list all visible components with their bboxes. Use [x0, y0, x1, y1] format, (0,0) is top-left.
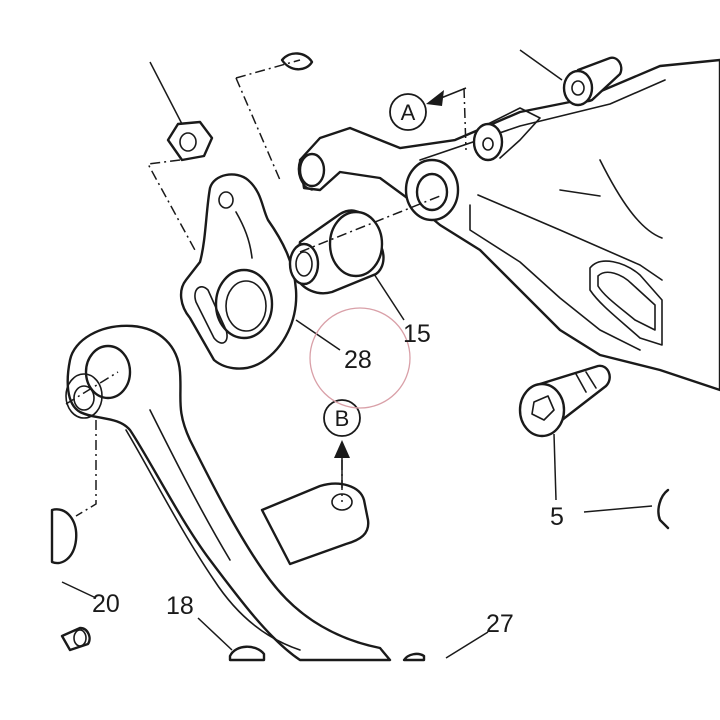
partial-part-right: [657, 488, 670, 530]
top-bolt: [519, 49, 623, 107]
highlight-circle: [309, 307, 411, 409]
reference-arrows: [334, 87, 467, 488]
callout-18: 18: [166, 592, 194, 620]
callout-leaders: [61, 273, 653, 659]
ref-marker-b: B: [323, 399, 361, 437]
bolt-lower-left: [60, 626, 91, 652]
callout-20: 20: [92, 590, 120, 618]
hex-nut-top: [149, 61, 214, 162]
lower-lever-arm: [65, 324, 392, 662]
bolt-18: [228, 645, 266, 662]
ref-label-b: B: [335, 406, 350, 431]
callout-27: 27: [486, 610, 514, 638]
arrow-head-a: [426, 90, 444, 106]
callout-28: 28: [344, 346, 372, 374]
callout-15: 15: [403, 320, 431, 348]
part-15-bushing: [288, 209, 385, 295]
callout-5: 5: [550, 503, 564, 531]
bolt-27: [402, 652, 426, 662]
ref-label-a: A: [401, 100, 416, 125]
part-5-bolt: [518, 364, 611, 438]
partial-part-left: [50, 508, 78, 565]
frame-swingarm: [297, 58, 720, 392]
arrow-head-b: [334, 440, 350, 458]
part-28-bracket: [179, 173, 298, 370]
ref-marker-a: A: [389, 93, 427, 131]
